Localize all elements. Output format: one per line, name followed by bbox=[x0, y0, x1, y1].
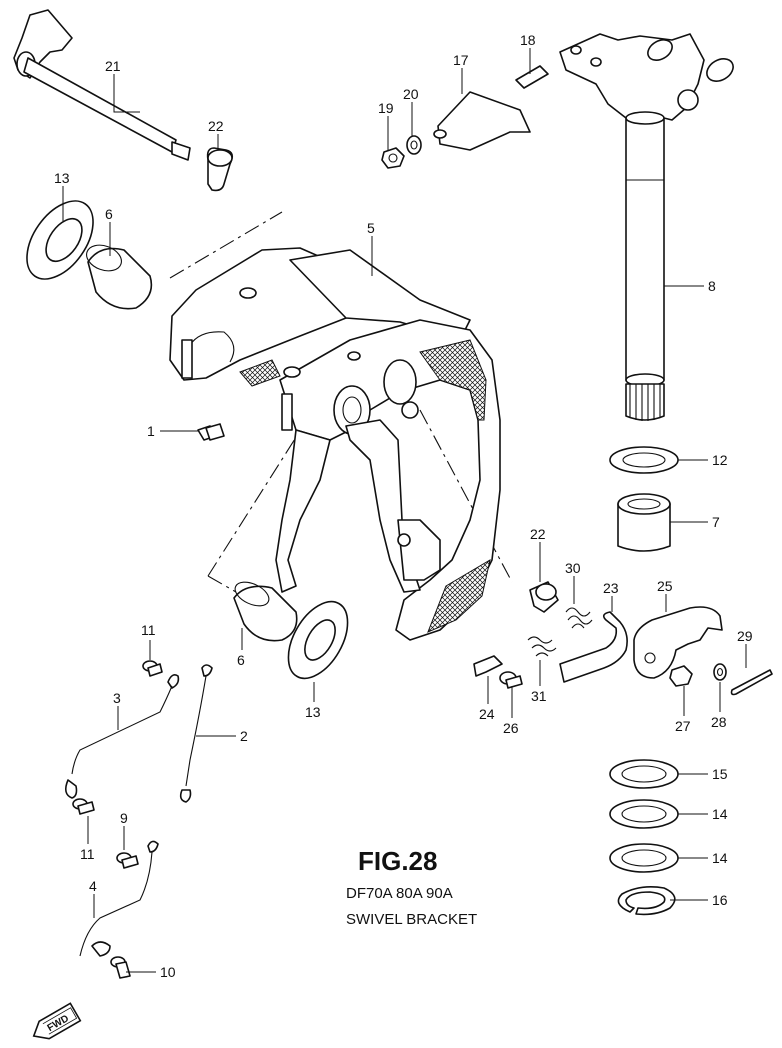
washer-14-lower bbox=[609, 843, 679, 873]
callout-30: 30 bbox=[565, 560, 581, 576]
bolt-26 bbox=[499, 671, 523, 689]
lock-spring bbox=[527, 636, 557, 657]
callout-20: 20 bbox=[403, 86, 419, 102]
callout-14-upper: 14 bbox=[712, 806, 728, 822]
callout-11-lower: 11 bbox=[80, 846, 95, 862]
callout-11-upper: 11 bbox=[141, 622, 156, 638]
callout-10: 10 bbox=[160, 964, 176, 980]
thrust-washer-shaft bbox=[609, 446, 679, 474]
callout-14-lower: 14 bbox=[712, 850, 728, 866]
figure-title: FIG.28 bbox=[358, 846, 437, 876]
assembly-line-right bbox=[419, 409, 513, 583]
figure-model: DF70A 80A 90A bbox=[346, 885, 453, 902]
figure-name: SWIVEL BRACKET bbox=[346, 911, 477, 928]
bolt-11-lower bbox=[72, 798, 95, 815]
callout-17: 17 bbox=[453, 52, 469, 68]
callout-23: 23 bbox=[603, 580, 619, 596]
thrust-washer-upper bbox=[26, 200, 94, 280]
return-spring bbox=[565, 607, 593, 629]
callout-18: 18 bbox=[520, 32, 536, 48]
assembly-line-upper bbox=[169, 211, 283, 279]
callout-21: 21 bbox=[105, 58, 121, 74]
bushing-lower bbox=[529, 581, 559, 613]
callout-12: 12 bbox=[712, 452, 728, 468]
nut bbox=[381, 147, 405, 169]
callout-15: 15 bbox=[712, 766, 728, 782]
tilt-lock-rod bbox=[559, 611, 628, 683]
bolt-9 bbox=[116, 852, 139, 869]
set-screw bbox=[515, 65, 549, 89]
callout-26: 26 bbox=[503, 720, 519, 736]
callout-4: 4 bbox=[89, 878, 97, 894]
washer-15 bbox=[609, 759, 679, 789]
callout-19: 19 bbox=[378, 100, 394, 116]
swivel-bushing-upper bbox=[86, 244, 153, 310]
callout-28: 28 bbox=[711, 714, 727, 730]
fwd-arrow-icon: FWD bbox=[32, 1002, 82, 1040]
callout-2: 2 bbox=[240, 728, 248, 744]
callout-25: 25 bbox=[657, 578, 673, 594]
callout-22-upper: 22 bbox=[208, 118, 224, 134]
callout-16: 16 bbox=[712, 892, 728, 908]
washer-14-upper bbox=[609, 799, 679, 829]
cotter-pin bbox=[730, 669, 773, 696]
grease-nipple bbox=[197, 423, 225, 441]
retaining-clip bbox=[473, 655, 503, 677]
washer-small bbox=[406, 135, 422, 155]
callout-31: 31 bbox=[531, 688, 547, 704]
callout-6-lower: 6 bbox=[237, 652, 245, 668]
circlip bbox=[617, 886, 676, 916]
callout-13-upper: 13 bbox=[54, 170, 70, 186]
assembly-line-lower bbox=[207, 575, 237, 593]
thrust-washer-lower bbox=[287, 600, 349, 680]
callout-3: 3 bbox=[113, 690, 121, 706]
callout-7: 7 bbox=[712, 514, 720, 530]
callout-24: 24 bbox=[479, 706, 495, 722]
bolt-10 bbox=[110, 956, 131, 979]
swivel-bushing-lower bbox=[233, 581, 298, 642]
callout-8: 8 bbox=[708, 278, 716, 294]
leader-lines bbox=[62, 48, 747, 973]
callout-9: 9 bbox=[120, 810, 128, 826]
ground-wire-2 bbox=[179, 664, 213, 803]
shaft-bushing bbox=[617, 493, 671, 552]
callout-6-upper: 6 bbox=[105, 206, 113, 222]
callout-1: 1 bbox=[147, 423, 155, 439]
bushing-upper bbox=[206, 147, 234, 192]
plain-washer bbox=[713, 663, 727, 681]
steering-shaft bbox=[559, 33, 734, 421]
swivel-bracket-body bbox=[169, 247, 501, 641]
lock-nut bbox=[669, 665, 693, 687]
bracket-plate bbox=[433, 91, 531, 151]
bolt-11-upper bbox=[142, 660, 163, 677]
ground-wire-3 bbox=[64, 674, 180, 799]
callout-29: 29 bbox=[737, 628, 753, 644]
callout-13-lower: 13 bbox=[305, 704, 321, 720]
ground-wire-4 bbox=[79, 840, 159, 957]
tilt-lever-shaft bbox=[13, 9, 191, 161]
callout-27: 27 bbox=[675, 718, 691, 734]
tilt-lock-lever bbox=[633, 606, 723, 679]
callout-labels: 21 22 13 6 5 17 18 19 20 8 12 7 1 22 30 … bbox=[54, 32, 753, 980]
callout-5: 5 bbox=[367, 220, 375, 236]
callout-22-lower: 22 bbox=[530, 526, 546, 542]
